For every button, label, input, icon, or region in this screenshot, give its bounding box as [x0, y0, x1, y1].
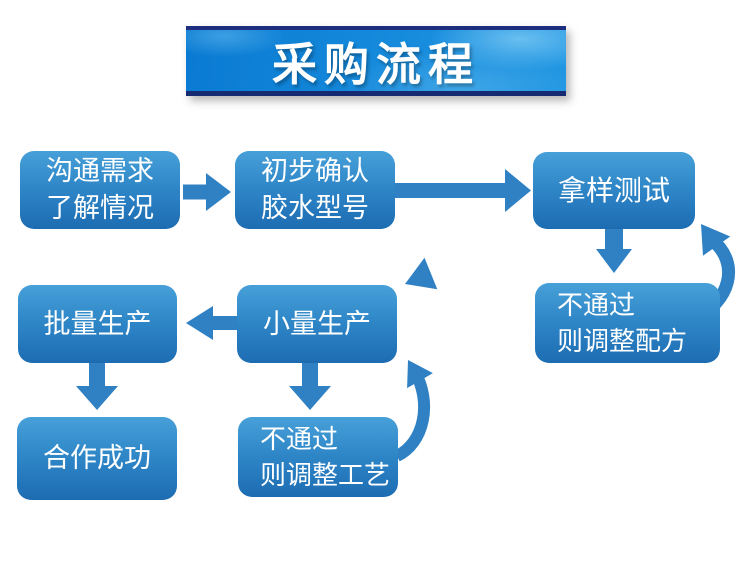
node-line: 则调整配方	[557, 326, 688, 356]
node-line: 合作成功	[43, 443, 151, 473]
arrow-small-batch-to-mass-production	[186, 306, 242, 340]
flow-node-cooperation-success: 合作成功	[17, 417, 177, 500]
arrow-adjust-process-back-to-small-batch	[393, 360, 433, 462]
arrow-sample-test-down-to-adjust-formula	[596, 229, 632, 273]
arrow-sample-test-to-small-batch	[405, 257, 438, 290]
node-line: 了解情况	[46, 193, 154, 223]
flow-node-small-batch-production: 小量生产	[237, 285, 397, 363]
flow-node-communicate-needs: 沟通需求 了解情况	[20, 151, 180, 229]
node-line: 小量生产	[263, 308, 371, 339]
arrow-small-batch-down-to-adjust-process	[289, 363, 331, 410]
title-banner: 采购流程	[186, 26, 566, 96]
node-line: 不通过	[557, 290, 636, 320]
flow-node-sample-test: 拿样测试	[533, 152, 695, 229]
flow-node-confirm-glue-model: 初步确认 胶水型号	[235, 151, 395, 229]
node-line: 初步确认	[261, 156, 369, 186]
node-line: 胶水型号	[261, 193, 369, 223]
arrow-communicate-to-confirm	[183, 173, 231, 211]
page-title: 采购流程	[271, 39, 480, 90]
node-line: 则调整工艺	[260, 460, 391, 490]
node-line: 不通过	[260, 424, 339, 454]
flow-node-adjust-process: 不通过 则调整工艺	[238, 417, 398, 497]
arrow-confirm-to-sample-test	[395, 169, 531, 212]
arrow-mass-production-down-to-success	[76, 363, 118, 410]
node-line: 批量生产	[43, 308, 152, 339]
node-line: 拿样测试	[557, 175, 670, 206]
node-line: 沟通需求	[46, 156, 154, 186]
flow-node-mass-production: 批量生产	[18, 285, 177, 363]
flow-node-adjust-formula: 不通过 则调整配方	[535, 283, 720, 363]
